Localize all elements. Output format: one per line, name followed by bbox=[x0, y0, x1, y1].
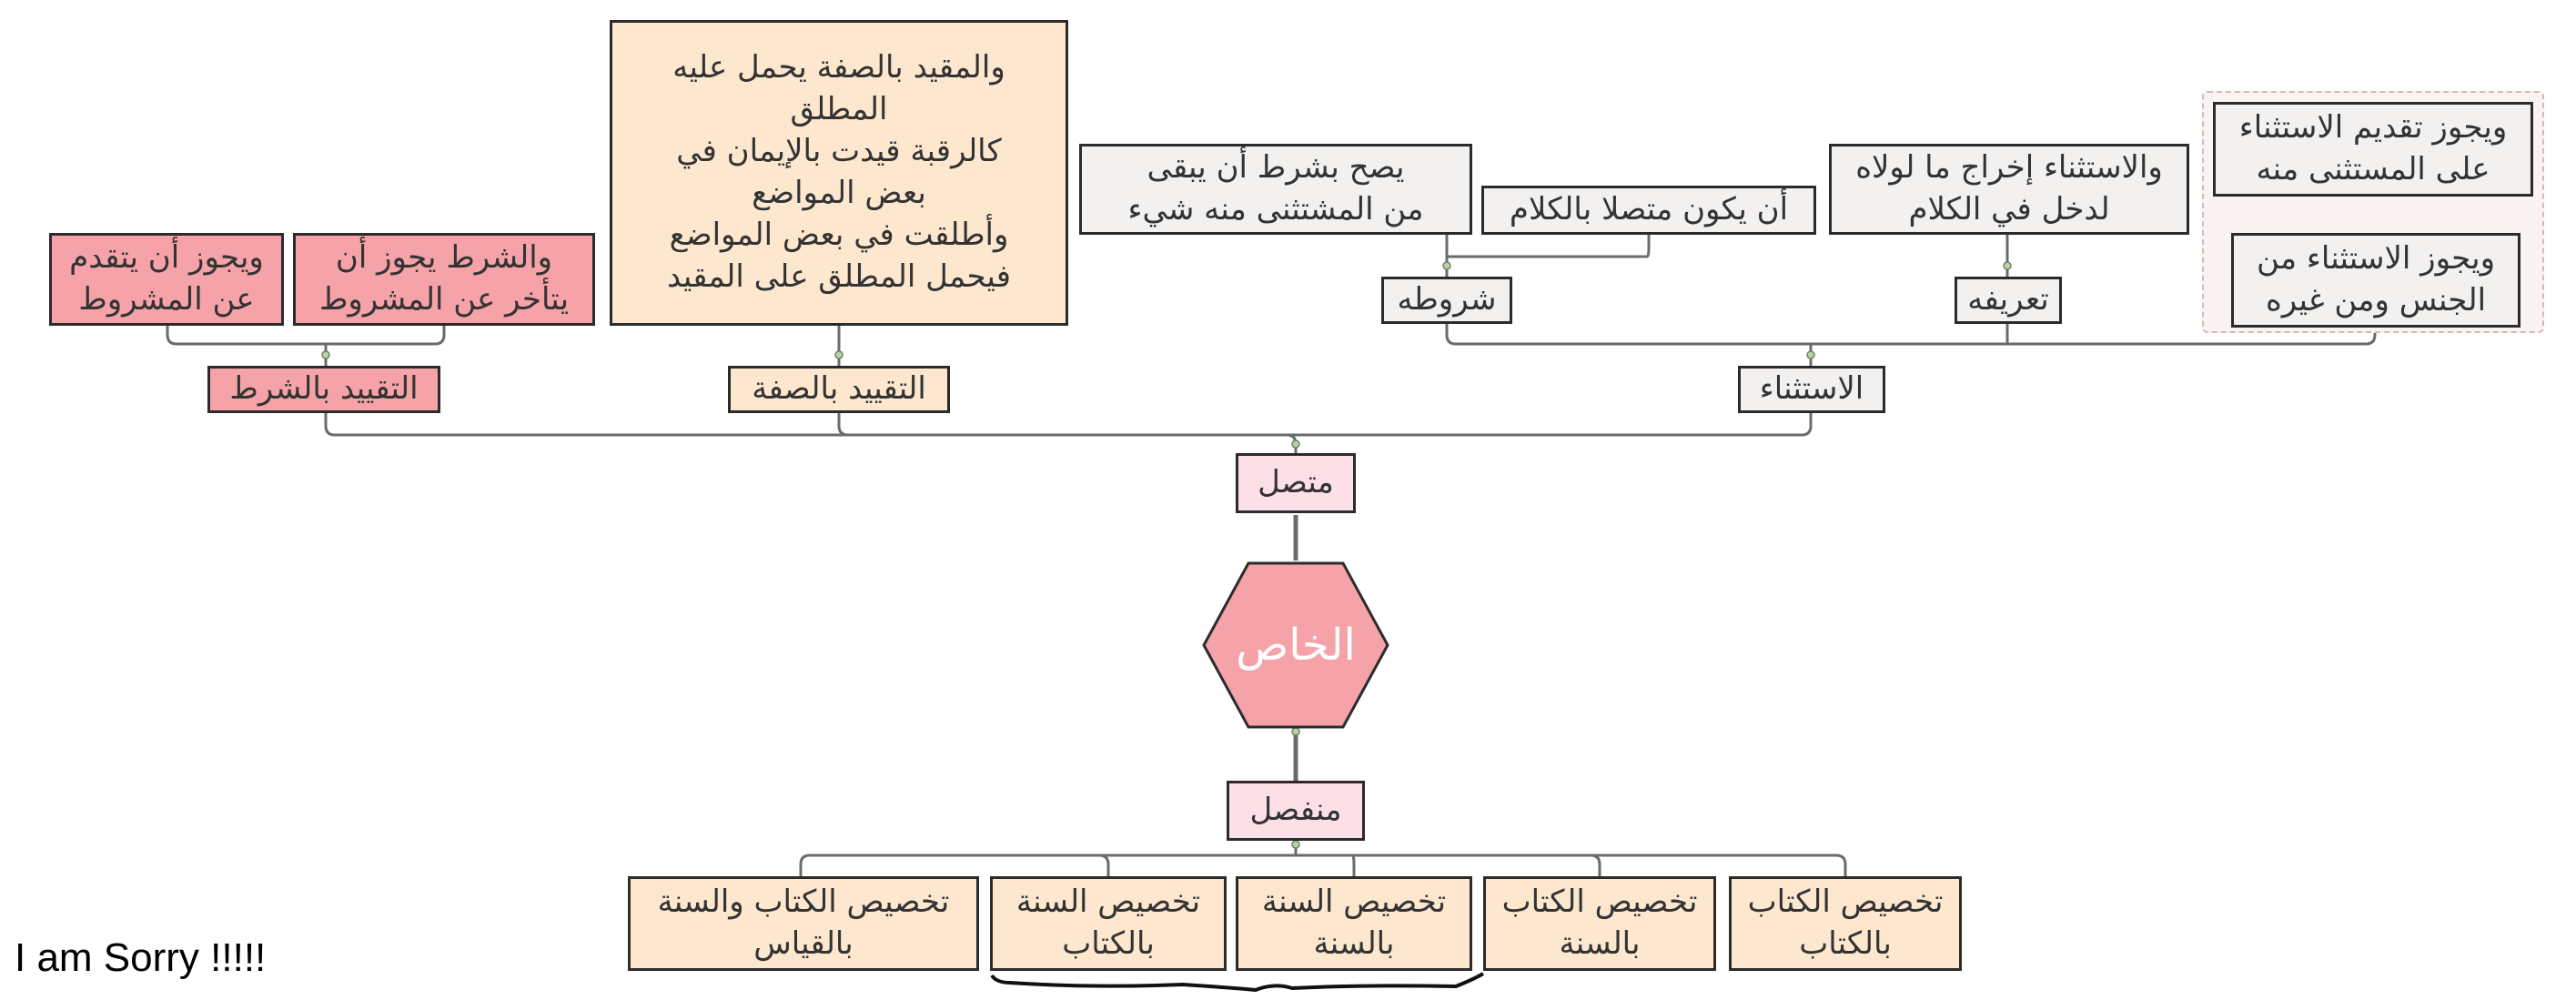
root-label: الخاص bbox=[1236, 620, 1356, 671]
exception-group-bottom-line-1: ويجوز الاستثناء من bbox=[2257, 240, 2495, 278]
separate-child-5-line-1: تخصيص الكتاب والسنة bbox=[657, 884, 950, 921]
separate-child-2[interactable]: تخصيص الكتاب بالسنة bbox=[1483, 876, 1716, 971]
separate-child-1[interactable]: تخصيص الكتاب بالكتاب bbox=[1729, 876, 1962, 971]
exception-condition-2[interactable]: يصح بشرط أن يبقى من المشتثنى منه شيء bbox=[1079, 144, 1472, 235]
footer-note: I am Sorry !!!!! bbox=[15, 935, 267, 980]
exception-group-top-line-2: على المستثنى منه bbox=[2256, 151, 2490, 187]
separate-child-1-line-1: تخصيص الكتاب bbox=[1747, 884, 1944, 921]
exception-condition-2-line-2: من المشتثنى منه شيء bbox=[1127, 191, 1424, 227]
separate-child-3-line-1: تخصيص السنة bbox=[1261, 884, 1447, 921]
exception-definition-label: تعريفه bbox=[1967, 281, 2049, 318]
separate-child-4-line-1: تخصيص السنة bbox=[1015, 884, 1201, 921]
separate-child-4-line-2: بالكتاب bbox=[1062, 925, 1155, 962]
separate-child-4[interactable]: تخصيص السنة بالكتاب bbox=[990, 876, 1227, 971]
exception-label: الاستثناء bbox=[1759, 370, 1864, 408]
condition-child-2-line-2: عن المشروط bbox=[78, 281, 255, 318]
attribute-explanation-line-1: والمقيد بالصفة يحمل عليه bbox=[672, 49, 1005, 86]
condition-child-1[interactable]: والشرط يجوز أن يتأخر عن المشروط bbox=[293, 233, 595, 326]
root-hexagon[interactable] bbox=[1201, 561, 1390, 730]
attribute-restriction-label: التقييد بالصفة bbox=[752, 370, 926, 408]
connected-node[interactable]: متصل bbox=[1236, 453, 1356, 513]
condition-child-1-line-1: والشرط يجوز أن bbox=[335, 239, 553, 277]
exception-group-bottom[interactable]: ويجوز الاستثناء من الجنس ومن غيره bbox=[2231, 233, 2520, 328]
condition-child-2-line-1: ويجوز أن يتقدم bbox=[69, 239, 264, 277]
separate-child-2-line-2: بالسنة bbox=[1559, 925, 1641, 962]
exception-condition-1[interactable]: أن يكون متصلا بالكلام bbox=[1481, 186, 1816, 235]
condition-child-2[interactable]: ويجوز أن يتقدم عن المشروط bbox=[49, 233, 284, 326]
condition-restriction-node[interactable]: التقييد بالشرط bbox=[207, 366, 440, 413]
separate-child-1-line-2: بالكتاب bbox=[1799, 925, 1892, 962]
condition-child-1-line-2: يتأخر عن المشروط bbox=[318, 281, 570, 318]
exception-definition-text-line-2: لدخل في الكلام bbox=[1908, 191, 2110, 227]
separate-node[interactable]: منفصل bbox=[1227, 781, 1365, 841]
separate-label: منفصل bbox=[1249, 792, 1342, 829]
exception-group-top[interactable]: ويجوز تقديم الاستثناء على المستثنى منه bbox=[2213, 102, 2533, 197]
exception-node[interactable]: الاستثناء bbox=[1738, 366, 1885, 413]
separate-child-5[interactable]: تخصيص الكتاب والسنة بالقياس bbox=[628, 876, 979, 971]
separate-child-2-line-1: تخصيص الكتاب bbox=[1501, 884, 1698, 921]
separate-child-3[interactable]: تخصيص السنة بالسنة bbox=[1236, 876, 1472, 971]
exception-definition-text[interactable]: والاستثناء إخراج ما لولاه لدخل في الكلام bbox=[1829, 144, 2189, 235]
attribute-explanation-line-2: المطلق bbox=[790, 91, 888, 128]
exception-group-bottom-line-2: الجنس ومن غيره bbox=[2265, 282, 2487, 318]
attribute-explanation-node[interactable]: والمقيد بالصفة يحمل عليه المطلق كالرقبة … bbox=[610, 20, 1068, 326]
connected-label: متصل bbox=[1258, 464, 1334, 501]
attribute-explanation-line-5: وأطلقت في بعض المواضع bbox=[669, 216, 1009, 253]
exception-definition-node[interactable]: تعريفه bbox=[1955, 277, 2062, 324]
attribute-explanation-line-6: فيحمل المطلق على المقيد bbox=[667, 258, 1011, 295]
separate-child-5-line-2: بالقياس bbox=[753, 925, 854, 962]
attribute-explanation-line-4: بعض المواضع bbox=[752, 175, 926, 211]
exception-group-top-line-1: ويجوز تقديم الاستثناء bbox=[2238, 109, 2508, 146]
separate-child-3-line-2: بالسنة bbox=[1313, 925, 1395, 962]
condition-restriction-label: التقييد بالشرط bbox=[229, 370, 419, 408]
exception-condition-2-line-1: يصح بشرط أن يبقى bbox=[1147, 149, 1405, 187]
exception-definition-text-line-1: والاستثناء إخراج ما لولاه bbox=[1855, 149, 2163, 187]
exception-conditions-node[interactable]: شروطه bbox=[1381, 277, 1512, 324]
exception-conditions-label: شروطه bbox=[1397, 281, 1497, 318]
exception-condition-1-line-1: أن يكون متصلا بالكلام bbox=[1509, 191, 1789, 228]
attribute-explanation-line-3: كالرقبة قيدت بالإيمان في bbox=[676, 133, 1002, 170]
attribute-restriction-node[interactable]: التقييد بالصفة bbox=[728, 366, 950, 413]
